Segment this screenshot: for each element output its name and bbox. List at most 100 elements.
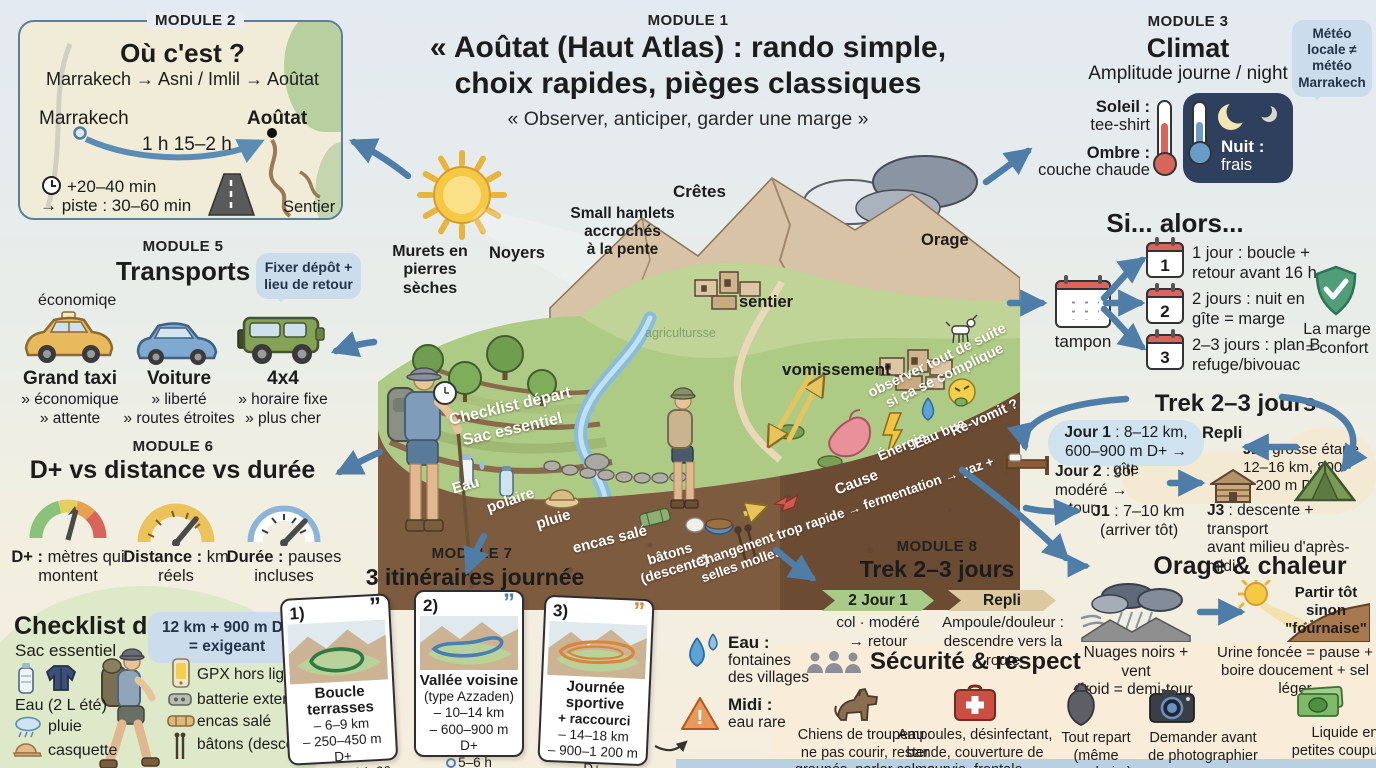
wall-tissue-icon (685, 517, 705, 533)
wall-hat-icon (544, 489, 580, 509)
first-aid-icon (954, 684, 996, 721)
module7-tag: MODULE 7 (431, 545, 513, 562)
gauge-duree-label: Durée : pauses incluses (226, 548, 342, 585)
module8-repli-text: Ampoule/douleur :descendre vers la route (942, 614, 1064, 669)
heat-caption: Urine foncée = pause +boire doucement + … (1217, 644, 1373, 697)
energy-bolt-icon (881, 412, 904, 461)
module8-jour1-text: col · modéré→ retour (836, 614, 920, 650)
village-hamlet-1 (694, 271, 761, 310)
eau-line1: fontaines (728, 652, 791, 669)
module2-title: Où c'est ? (120, 38, 245, 68)
heat-scene-icon (1238, 580, 1370, 642)
trek-j3: J3 : descente + transport avant milieu d… (1207, 502, 1350, 575)
shield-check-icon (1315, 265, 1357, 316)
trek-title: Trek 2–3 jours (1154, 390, 1317, 417)
vomit-face-icon (948, 378, 976, 407)
itinerary-card-3: 3)” Journée sportive + raccourci – 14–18… (537, 594, 655, 768)
storm-title: Orage & chaleur (1153, 552, 1347, 580)
module3-tag: MODULE 3 (1147, 13, 1229, 30)
si-item-1: 1 jour : boucle +retour avant 16 h (1192, 244, 1317, 283)
calendar-3-icon: 3 (1146, 329, 1184, 370)
red-arrows-icon (772, 493, 800, 512)
stomach-icon (828, 409, 872, 458)
shield-caption: La marge= confort (1303, 321, 1371, 358)
night-label: Nuit : (1221, 137, 1265, 156)
storm-scene-icon (1080, 583, 1191, 642)
terrain-illustration (378, 150, 1020, 610)
checklist-item-encas: encas salé (197, 713, 272, 730)
si-alors-title: Si... alors... (1106, 208, 1244, 238)
camera-icon (1149, 690, 1195, 723)
gauge-dplus-label: D+ : mètres qui montent (11, 548, 125, 585)
label-noyers: Noyers (489, 244, 545, 262)
calendar-2-icon: 2 (1146, 283, 1184, 324)
module6-title: D+ vs distance vs durée (29, 456, 316, 484)
card1-mini-map (287, 619, 389, 685)
module2-map-graphics (45, 43, 321, 218)
module5-title: Transports (115, 256, 251, 286)
midi-label: Midi : (728, 695, 773, 714)
vehicle-car-label: Voiture » liberté» routes étroites (123, 368, 235, 428)
tampon-calendar-icon (1055, 275, 1111, 328)
checklist-item-eau: Eau (2 L été) (15, 697, 107, 714)
rain-cloud-icon (15, 716, 41, 738)
moons-icon (1218, 100, 1277, 130)
night-box: Nuit : frais (1183, 93, 1293, 183)
security-item-trash: Tout repart(même mouchoirs) (1060, 730, 1132, 768)
car-icon (136, 322, 218, 365)
taxi-icon (24, 311, 114, 363)
gauge-duree-icon (247, 505, 321, 546)
module2-drive-time: 1 h 15–2 h (142, 134, 232, 155)
bed-icon (1005, 450, 1049, 475)
warning-triangle-icon: ! (681, 697, 719, 730)
module3-day-labels: Soleil :tee-shirt Ombre :couche chaude (1038, 98, 1150, 180)
hiker-left (387, 367, 474, 589)
module2-trail-label: Sentier (283, 198, 336, 216)
water-drops-icon (689, 633, 718, 668)
module3-title: Climat (1146, 33, 1230, 63)
label-cretes: Crêtes (673, 182, 726, 201)
label-orage: Orage (921, 231, 969, 249)
module1-tag: MODULE 1 (647, 12, 729, 29)
label-vomissement: vomissement (782, 360, 891, 379)
module5-tag: MODULE 5 (142, 238, 224, 255)
module1-title-line2: choix rapides, pièges classiques (454, 67, 922, 100)
poles-icon (174, 732, 186, 759)
wall-fleece-bottle-icon (499, 466, 514, 497)
wall-snack-icon (638, 507, 671, 528)
trash-bag-icon (1067, 683, 1095, 726)
vehicle-jeep-label: 4x4 » horaire fixe» plus cher (238, 368, 328, 428)
cap-icon (13, 743, 42, 757)
hut-icon (1210, 468, 1256, 503)
water-drop-icon (921, 397, 935, 421)
module2-note1: +20–40 min (67, 177, 157, 196)
module8-banner-repli: Repli (948, 590, 1056, 611)
module2-route: Marrakech → Asni / Imlil → Aoûtat (45, 69, 320, 89)
gpx-phone-icon (172, 658, 190, 688)
itinerary-card-1: 1)” Boucle terrasses – 6–9 km – 250–450 … (279, 593, 399, 768)
walnut-trees (412, 335, 843, 469)
bottom-blue-strip (676, 759, 1376, 768)
svg-text:!: ! (697, 707, 704, 729)
eau-line2: des villages (728, 669, 809, 686)
jacket-icon (45, 665, 77, 691)
night-value: frais (1221, 156, 1253, 174)
module2-tag: MODULE 2 (147, 12, 244, 30)
checklist-bubble: 12 km + 900 m D+= exigeant (148, 612, 306, 666)
itinerary-card-2: 2)” Vallée voisine (type Azzaden) – 10–1… (414, 590, 524, 768)
snack-icon (167, 715, 195, 727)
module8-title: Trek 2–3 jours (859, 556, 1015, 582)
module7-title: 3 itinéraires journée (365, 564, 585, 590)
village-hamlet-2 (879, 349, 953, 391)
checklist-item-gpx: GPX hors ligne (197, 666, 302, 683)
clock-icon (42, 176, 61, 195)
security-item-dogs: Chiens de troupeau :ne pas courir, reste… (795, 727, 935, 768)
module2-panel: Où c'est ? Marrakech → Asni / Imlil → Ao… (18, 20, 343, 220)
calendar-1-icon: 1 (1146, 237, 1184, 278)
security-title: Sécurité & respect (870, 648, 1081, 675)
